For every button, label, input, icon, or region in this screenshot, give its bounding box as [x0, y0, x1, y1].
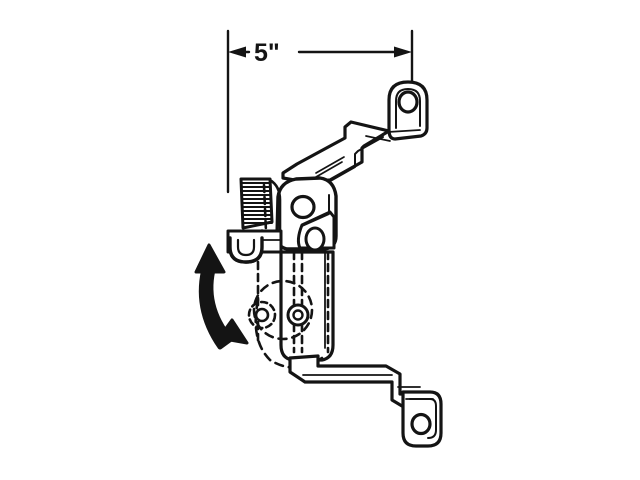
upper-arm-highlight-3	[365, 135, 391, 142]
motion-arrow-head-down	[217, 318, 249, 345]
upper-arm-highlight-2	[315, 161, 343, 178]
upper-arm-highlight-1	[315, 156, 345, 174]
upper-tab-inner-edge	[395, 88, 421, 129]
upper-tab-hole	[397, 90, 419, 114]
hook-clasp-front-inner	[236, 238, 256, 257]
motion-arrow-head-up	[194, 243, 226, 274]
hidden-line-knob-post	[262, 183, 268, 234]
pivot-boss-right-inner	[292, 309, 304, 321]
lower-mount-tab	[401, 390, 443, 448]
dimension-arrowhead-left	[228, 46, 246, 58]
upper-arm	[281, 120, 391, 185]
center-shaft	[279, 250, 335, 362]
hidden-boss-left-inner	[254, 307, 270, 323]
latch-tab-slot	[304, 226, 326, 252]
swing-arc-circle	[252, 279, 314, 341]
latch-tab	[296, 210, 336, 252]
upper-arm-outline	[281, 120, 391, 183]
lower-tab-hole	[410, 412, 432, 436]
dimension-label: 5"	[254, 39, 280, 67]
latch-tab-crease	[301, 213, 330, 227]
hidden-boss-left-outer	[247, 300, 277, 330]
knob-shoulder	[268, 178, 282, 232]
dimension-callout: 5"	[226, 29, 414, 194]
upper-mount-tab	[387, 80, 429, 141]
dimension-arrowhead-right	[394, 46, 412, 58]
housing-pivot-hole	[290, 194, 316, 220]
hook-clasp-front	[228, 236, 264, 264]
upper-arm-fold-line	[324, 136, 384, 185]
hook-clasp	[226, 229, 283, 264]
motion-arrow-band	[198, 262, 234, 350]
upper-tab-crease	[387, 129, 421, 133]
hidden-pivot-bosses	[247, 300, 310, 330]
swing-motion-arrow	[194, 243, 249, 350]
